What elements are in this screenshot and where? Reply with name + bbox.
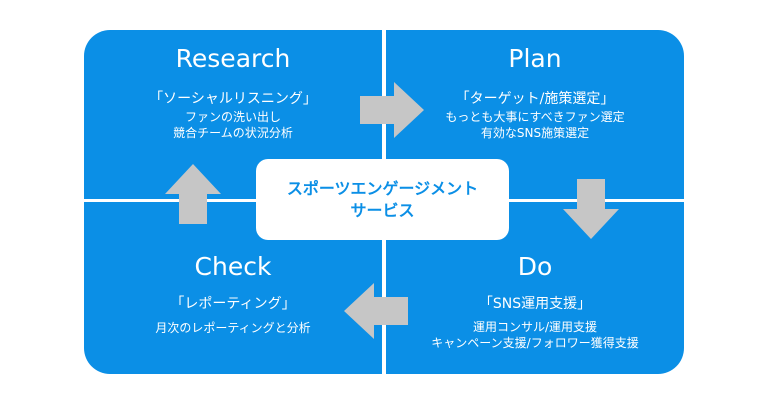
center-service-box: スポーツエンゲージメント サービス	[256, 159, 509, 240]
plan-line-2: 有効なSNS施策選定	[480, 126, 590, 140]
check-title: Check	[194, 252, 272, 281]
research-subtitle: 「ソーシャルリスニング」	[149, 91, 317, 107]
do-title: Do	[517, 252, 553, 281]
plan-line-1: もっとも大事にすべきファン選定	[445, 110, 625, 124]
research-line-1: ファンの洗い出し	[184, 110, 281, 124]
arrow-down-icon	[563, 179, 619, 239]
arrow-up-icon	[165, 164, 221, 224]
plan-title: Plan	[508, 44, 562, 73]
do-subtitle: 「SNS運用支援」	[478, 296, 592, 312]
research-quadrant: Research 「ソーシャルリスニング」 ファンの洗い出し 競合チームの状況分…	[84, 30, 382, 199]
check-subtitle: 「レポーティング」	[170, 296, 296, 312]
do-line-2: キャンペーン支援/フォロワー獲得支援	[431, 336, 639, 350]
center-line-1: スポーツエンゲージメント	[286, 178, 479, 198]
center-line-2: サービス	[350, 200, 415, 220]
arrow-left-icon	[344, 283, 408, 339]
check-line-1: 月次のレポーティングと分析	[155, 321, 311, 335]
arrow-right-icon	[360, 82, 424, 138]
plan-subtitle: 「ターゲット/施策選定」	[455, 91, 615, 107]
do-line-1: 運用コンサル/運用支援	[472, 320, 598, 334]
research-line-2: 競合チームの状況分析	[173, 126, 293, 140]
research-title: Research	[175, 44, 291, 73]
